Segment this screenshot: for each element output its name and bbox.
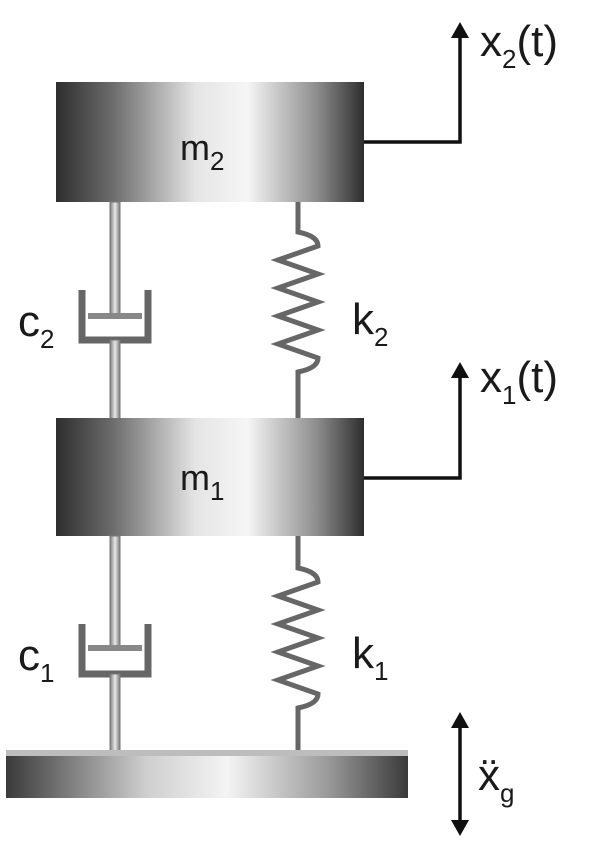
lower-displacement-arrow: [364, 378, 462, 480]
lower-spring-label: k1: [352, 629, 388, 686]
lower-damper-label: c1: [18, 631, 54, 688]
ground-excitation-label: ẍg: [478, 751, 514, 808]
lower-spring: [270, 536, 326, 752]
upper-spring-label: k2: [352, 295, 388, 352]
upper-spring: [270, 202, 326, 420]
lower-mass-label: m1: [180, 457, 224, 506]
upper-displacement-label: x2(t): [480, 17, 558, 74]
upper-damper-rod-top: [109, 201, 121, 315]
ground-base: [6, 750, 408, 798]
lower-damper-rod-bottom: [109, 673, 121, 753]
ground-base-top-edge: [6, 750, 408, 756]
upper-mass-label: m2: [180, 127, 224, 176]
upper-displacement-arrow: [364, 38, 462, 144]
upper-damper-rod-bottom: [109, 339, 121, 421]
upper-damper-label: c2: [18, 297, 54, 354]
ground-arrow-head-down: [451, 820, 469, 836]
upper-damper-piston: [88, 313, 142, 319]
lower-damper-rod-top: [109, 535, 121, 647]
lower-damper-piston: [88, 645, 142, 651]
lower-arrow-head: [451, 362, 469, 378]
lower-mass-block: [56, 418, 364, 536]
upper-mass-block: [56, 82, 364, 202]
upper-arrow-head: [451, 22, 469, 38]
lower-displacement-label: x1(t): [480, 353, 558, 410]
ground-arrow-head-up: [451, 712, 469, 728]
